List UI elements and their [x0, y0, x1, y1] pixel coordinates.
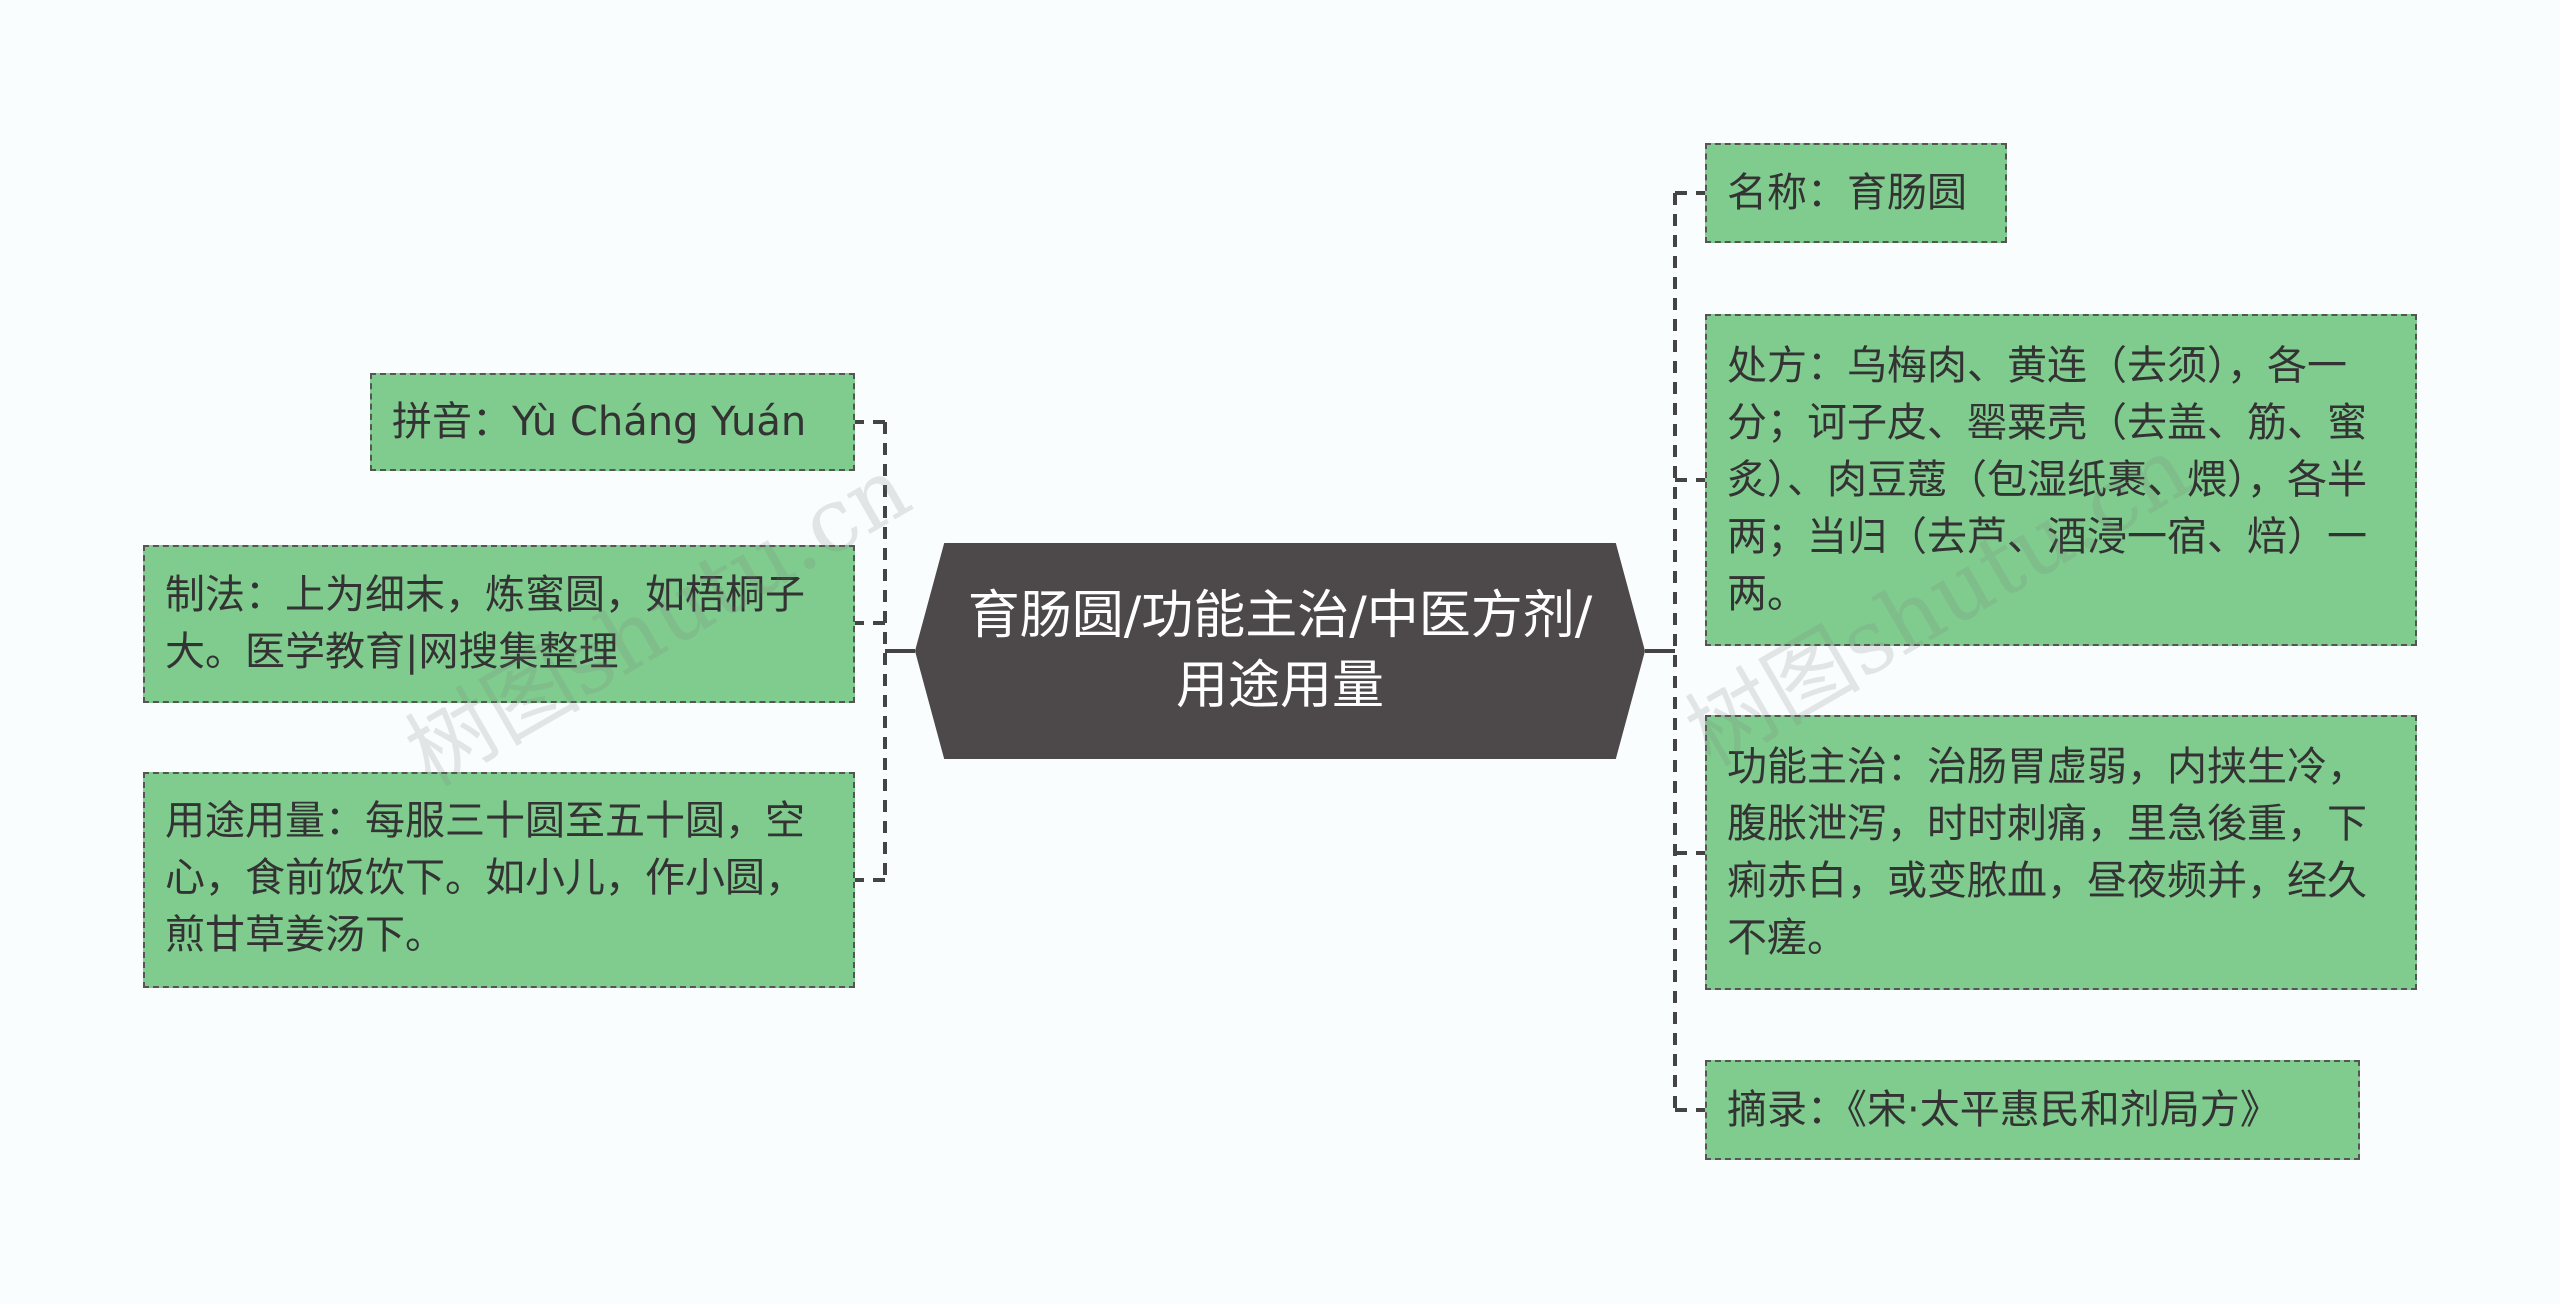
central-topic[interactable]: 育肠圆/功能主治/中医方剂/用途用量 — [915, 543, 1645, 759]
node-usage-dosage-text: 用途用量：每服三十圆至五十圆，空心，食前饭饮下。如小儿，作小圆，煎甘草姜汤下。 — [165, 798, 805, 958]
node-name-text: 名称：育肠圆 — [1727, 170, 1967, 216]
node-formula[interactable]: 处方：乌梅肉、黄连（去须），各一分；诃子皮、罂粟壳（去盖、筋、蜜炙）、肉豆蔻（包… — [1705, 314, 2417, 646]
node-pinyin-text: 拼音：Yù Cháng Yuán — [392, 399, 807, 445]
node-preparation-text: 制法：上为细末，炼蜜圆，如梧桐子大。医学教育|网搜集整理 — [165, 572, 805, 675]
node-name[interactable]: 名称：育肠圆 — [1705, 143, 2007, 243]
node-pinyin[interactable]: 拼音：Yù Cháng Yuán — [370, 373, 855, 471]
central-topic-title: 育肠圆/功能主治/中医方剂/用途用量 — [967, 586, 1593, 716]
node-source-text: 摘录：《宋·太平惠民和剂局方》 — [1727, 1087, 2280, 1133]
node-formula-text: 处方：乌梅肉、黄连（去须），各一分；诃子皮、罂粟壳（去盖、筋、蜜炙）、肉豆蔻（包… — [1727, 343, 2367, 617]
node-preparation[interactable]: 制法：上为细末，炼蜜圆，如梧桐子大。医学教育|网搜集整理 — [143, 545, 855, 703]
node-usage-dosage[interactable]: 用途用量：每服三十圆至五十圆，空心，食前饭饮下。如小儿，作小圆，煎甘草姜汤下。 — [143, 772, 855, 988]
node-indications-text: 功能主治：治肠胃虚弱，内挟生冷，腹胀泄泻，时时刺痛，里急後重，下痢赤白，或变脓血… — [1727, 744, 2367, 961]
node-source[interactable]: 摘录：《宋·太平惠民和剂局方》 — [1705, 1060, 2360, 1160]
node-indications[interactable]: 功能主治：治肠胃虚弱，内挟生冷，腹胀泄泻，时时刺痛，里急後重，下痢赤白，或变脓血… — [1705, 715, 2417, 990]
